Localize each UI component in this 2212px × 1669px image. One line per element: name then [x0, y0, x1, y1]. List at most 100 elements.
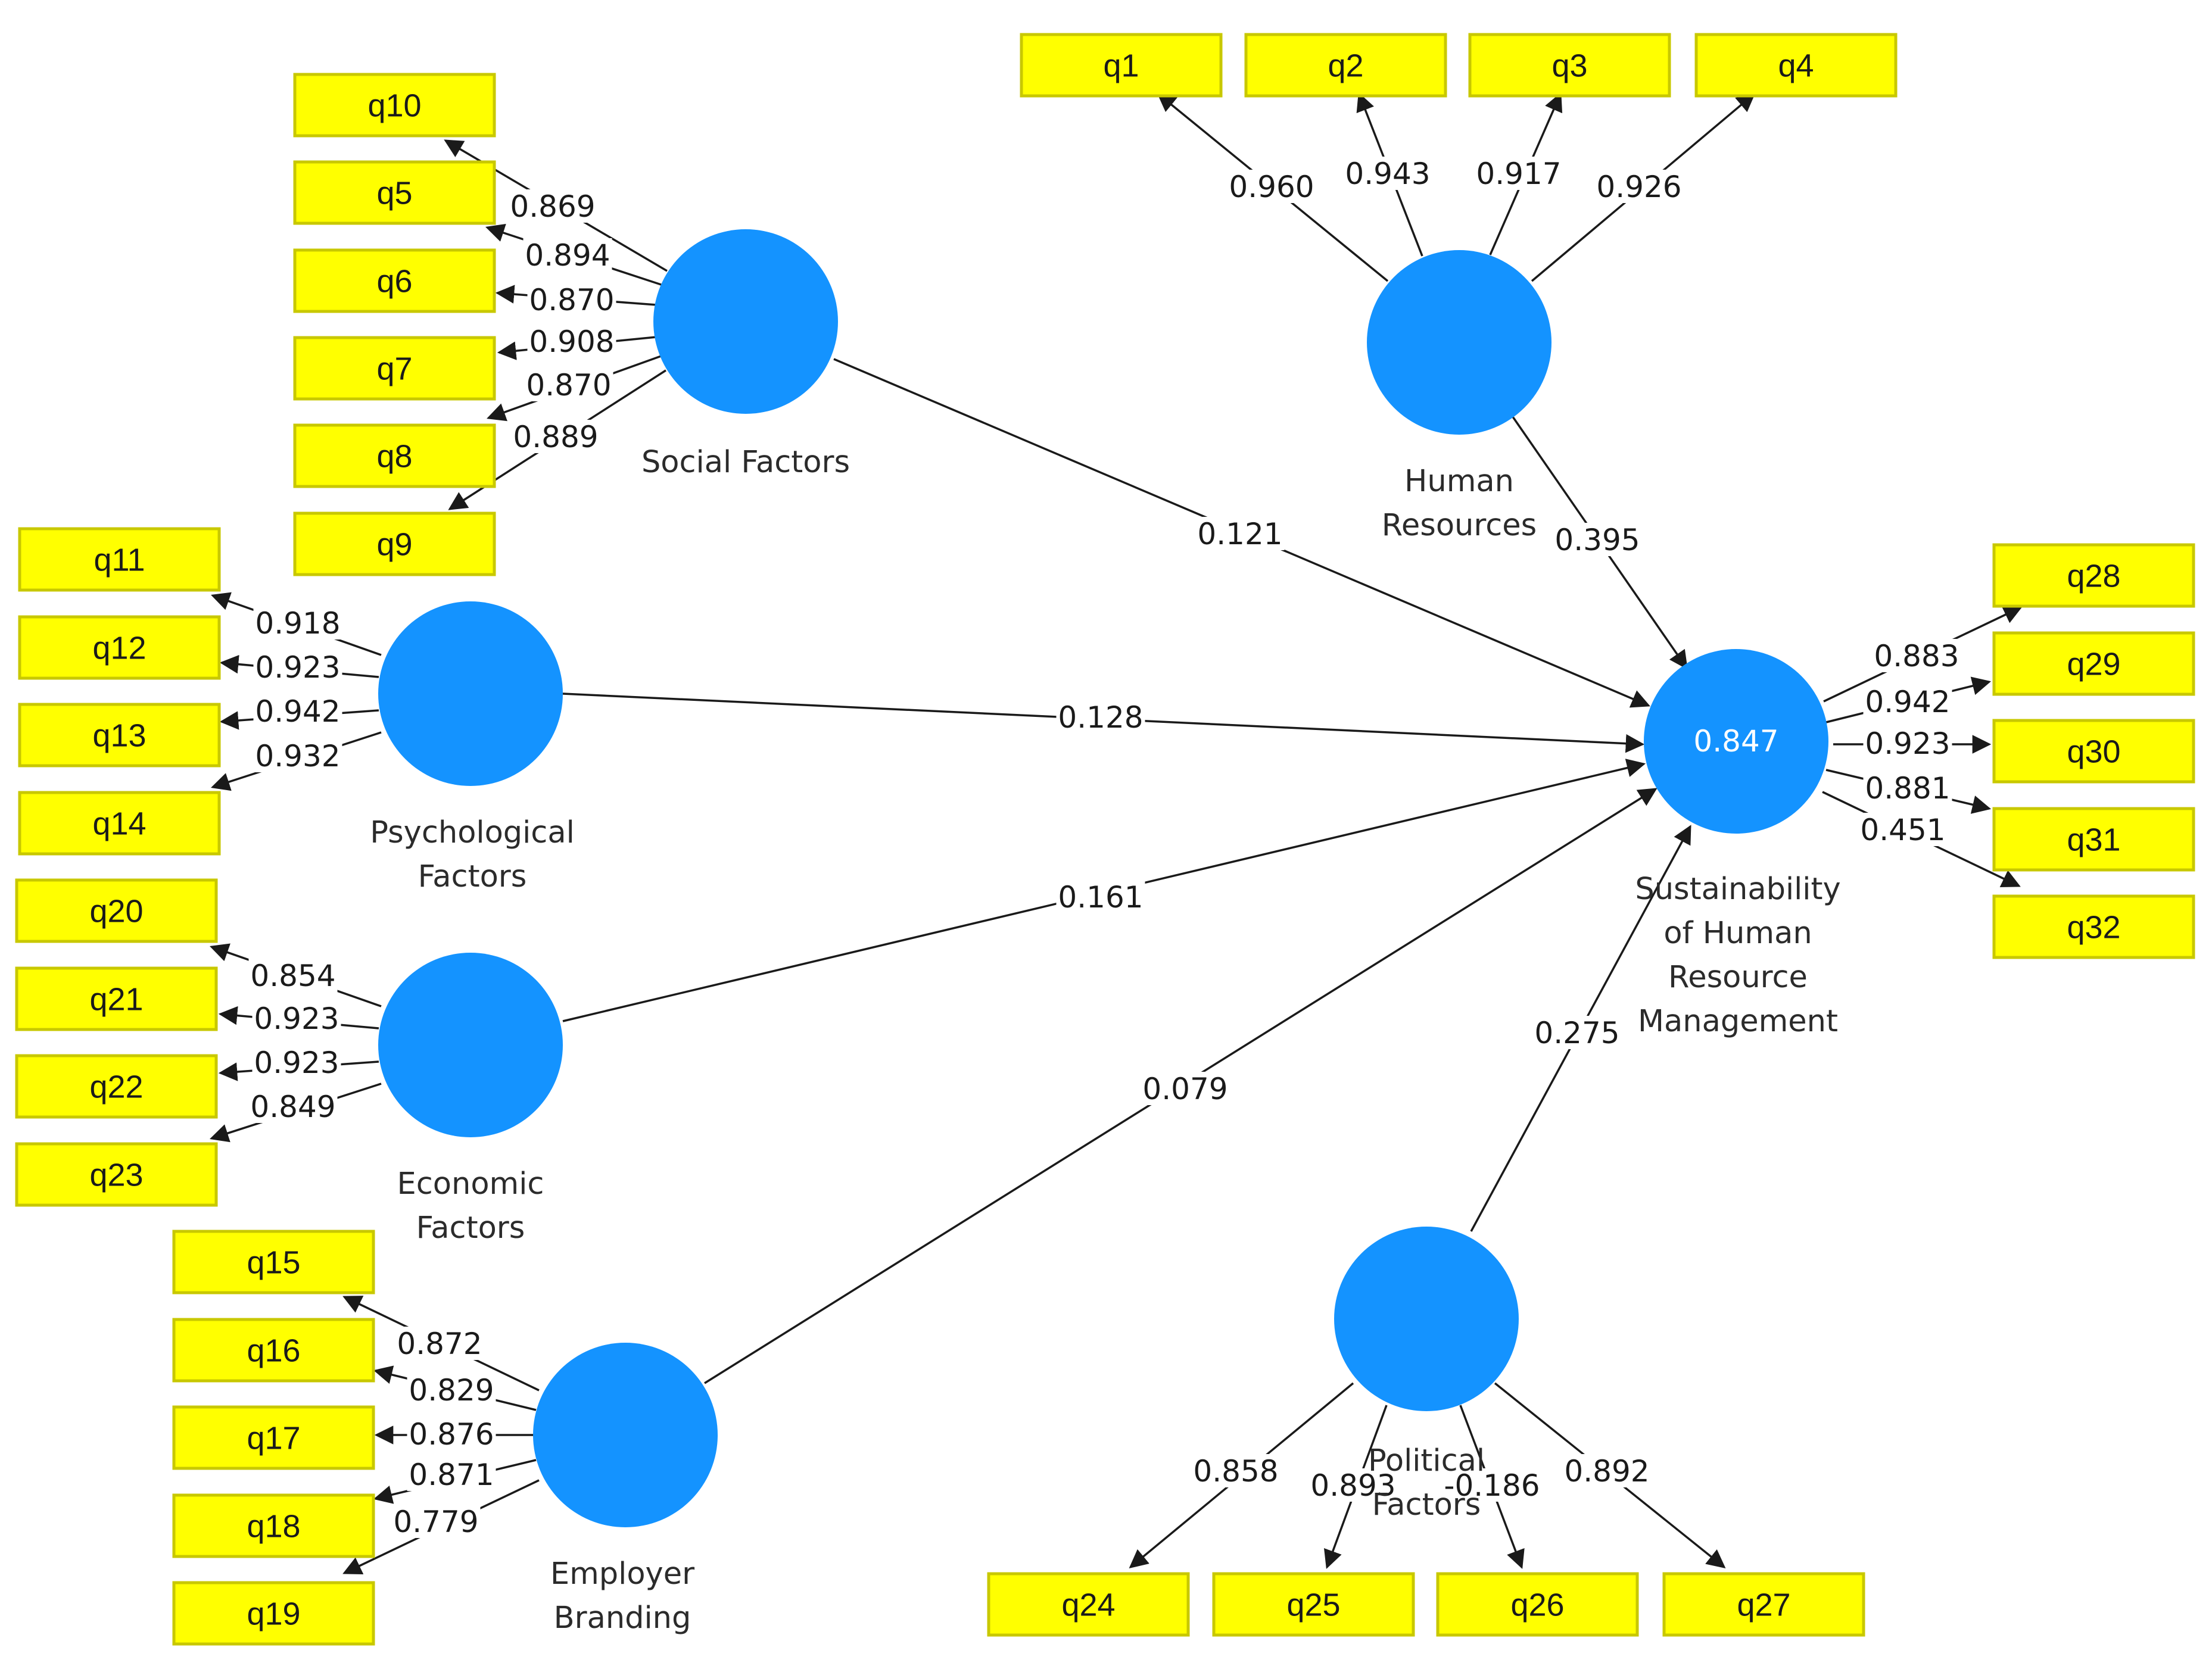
indicator-label: q10 — [367, 88, 421, 124]
svg-text:0.128: 0.128 — [1058, 700, 1143, 735]
svg-text:0.894: 0.894 — [525, 238, 610, 273]
loading-value-q20: 0.854 — [248, 959, 338, 993]
indicator-q9[interactable]: q9 — [293, 511, 496, 576]
latent-circle — [1367, 250, 1551, 435]
indicator-q22[interactable]: q22 — [15, 1054, 218, 1119]
indicator-q28[interactable]: q28 — [1992, 543, 2195, 608]
indicator-q30[interactable]: q30 — [1992, 719, 2195, 784]
indicator-q11[interactable]: q11 — [18, 527, 221, 592]
svg-text:0.275: 0.275 — [1534, 1016, 1619, 1050]
indicator-q7[interactable]: q7 — [293, 336, 496, 401]
latent-eb[interactable] — [533, 1343, 718, 1527]
indicator-box — [1992, 807, 2195, 872]
svg-text:0.395: 0.395 — [1554, 523, 1640, 557]
latent-pf[interactable] — [378, 601, 563, 786]
latent-name-line: Resources — [1382, 508, 1537, 543]
indicator-box — [1992, 719, 2195, 784]
indicator-q14[interactable]: q14 — [18, 791, 221, 856]
loading-value-q11: 0.918 — [253, 606, 342, 641]
indicator-box — [15, 878, 218, 943]
svg-text:0.858: 0.858 — [1193, 1454, 1278, 1489]
svg-text:0.829: 0.829 — [409, 1373, 494, 1408]
loading-value-q28: 0.883 — [1872, 639, 1961, 673]
loading-value-q29: 0.942 — [1863, 685, 1952, 719]
latent-name-line: Political — [1368, 1443, 1485, 1478]
latent-pol[interactable] — [1334, 1227, 1519, 1411]
indicator-q3[interactable]: q3 — [1468, 33, 1671, 98]
indicator-box — [172, 1493, 375, 1558]
path-coefficient-pf: 0.128 — [1056, 700, 1145, 735]
indicator-q1[interactable]: q1 — [1020, 33, 1223, 98]
latent-sf[interactable] — [653, 229, 838, 414]
indicator-q29[interactable]: q29 — [1992, 631, 2195, 696]
indicator-q6[interactable]: q6 — [293, 248, 496, 313]
loading-value-q5: 0.894 — [523, 238, 612, 273]
loading-value-q30: 0.923 — [1863, 726, 1952, 761]
loading-value-q7: 0.908 — [527, 325, 616, 359]
svg-text:0.932: 0.932 — [255, 739, 340, 773]
indicator-label: q31 — [2067, 822, 2120, 858]
loading-value-q26: -0.186 — [1440, 1468, 1544, 1503]
indicator-q5[interactable]: q5 — [293, 160, 496, 225]
latent-name-line: Resource — [1668, 960, 1808, 995]
indicator-q4[interactable]: q4 — [1694, 33, 1898, 98]
indicator-label: q8 — [376, 439, 412, 475]
indicator-box — [293, 511, 496, 576]
indicator-q25[interactable]: q25 — [1212, 1572, 1415, 1637]
indicator-q26[interactable]: q26 — [1436, 1572, 1639, 1637]
svg-text:0.942: 0.942 — [1865, 685, 1950, 719]
svg-text:0.872: 0.872 — [397, 1327, 482, 1361]
latent-name-line: Employer — [550, 1556, 694, 1592]
indicator-q12[interactable]: q12 — [18, 615, 221, 680]
indicator-q32[interactable]: q32 — [1992, 894, 2195, 959]
indicator-label: q2 — [1328, 48, 1363, 84]
indicator-q13[interactable]: q13 — [18, 703, 221, 768]
indicator-box — [172, 1318, 375, 1383]
indicator-q31[interactable]: q31 — [1992, 807, 2195, 872]
indicator-box — [18, 527, 221, 592]
latent-shrm[interactable]: 0.847 — [1644, 649, 1828, 834]
svg-text:0.161: 0.161 — [1058, 880, 1143, 915]
loading-value-q8: 0.870 — [524, 368, 613, 403]
latent-name-line: of Human — [1663, 916, 1812, 951]
indicator-label: q14 — [92, 806, 146, 842]
indicator-box — [172, 1405, 375, 1470]
loading-value-q6: 0.870 — [527, 283, 616, 317]
svg-text:0.849: 0.849 — [250, 1090, 335, 1124]
indicator-box — [18, 615, 221, 680]
loading-value-q3: 0.917 — [1474, 157, 1563, 191]
indicator-label: q5 — [376, 176, 412, 211]
indicator-q15[interactable]: q15 — [172, 1230, 375, 1294]
indicator-q19[interactable]: q19 — [172, 1581, 375, 1646]
svg-text:0.943: 0.943 — [1345, 157, 1430, 191]
latent-ef[interactable] — [378, 953, 563, 1137]
indicator-q23[interactable]: q23 — [15, 1142, 218, 1207]
indicator-q10[interactable]: q10 — [293, 73, 496, 138]
indicator-q20[interactable]: q20 — [15, 878, 218, 943]
indicator-q16[interactable]: q16 — [172, 1318, 375, 1383]
indicator-q24[interactable]: q24 — [987, 1572, 1190, 1637]
latent-name-line: Sustainability — [1635, 872, 1840, 907]
latent-circle — [378, 601, 563, 786]
indicator-q2[interactable]: q2 — [1244, 33, 1447, 98]
indicator-box — [1468, 33, 1671, 98]
indicator-q18[interactable]: q18 — [172, 1493, 375, 1558]
indicator-q8[interactable]: q8 — [293, 423, 496, 488]
latent-hr[interactable] — [1367, 250, 1551, 435]
indicator-q27[interactable]: q27 — [1662, 1572, 1865, 1637]
latent-name-line: Branding — [554, 1601, 691, 1636]
indicator-q21[interactable]: q21 — [15, 966, 218, 1031]
indicator-q17[interactable]: q17 — [172, 1405, 375, 1470]
latent-circle — [378, 953, 563, 1137]
loading-value-q2: 0.943 — [1343, 157, 1432, 191]
svg-text:0.926: 0.926 — [1596, 170, 1681, 204]
indicator-box — [293, 248, 496, 313]
svg-text:0.871: 0.871 — [409, 1458, 494, 1492]
path-coefficient-ef: 0.161 — [1056, 880, 1145, 915]
indicator-label: q30 — [2067, 734, 2120, 770]
indicator-box — [293, 423, 496, 488]
indicator-box — [1244, 33, 1447, 98]
